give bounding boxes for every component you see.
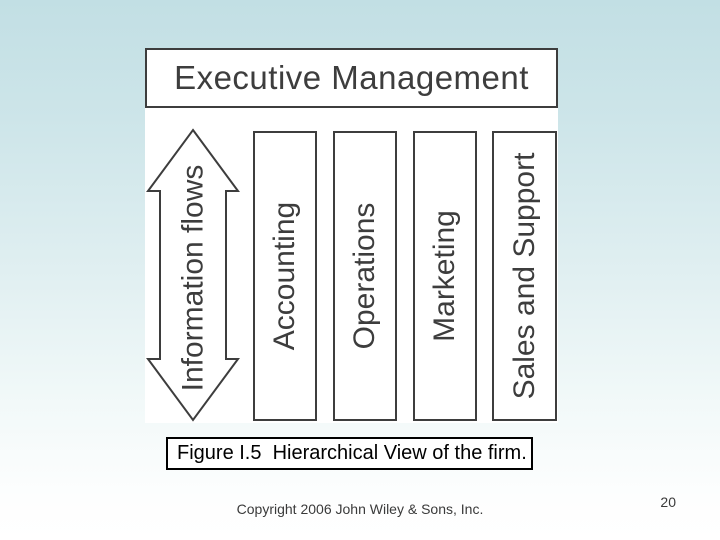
department-box-marketing: Marketing xyxy=(413,131,477,421)
executive-management-box: Executive Management xyxy=(145,48,558,108)
department-label-operations: Operations xyxy=(348,202,381,350)
department-label-marketing: Marketing xyxy=(428,210,461,342)
information-flows-arrow: Information flows xyxy=(146,128,240,422)
figure-caption-box: Figure I.5 Hierarchical View of the firm… xyxy=(166,437,533,470)
double-arrow-shape xyxy=(146,128,240,422)
information-flows-label: Information flows xyxy=(177,165,210,392)
figure-caption-text: Figure I.5 Hierarchical View of the firm… xyxy=(177,442,527,464)
diagram-panel: Executive Management Information flows A… xyxy=(145,48,558,423)
copyright-text: Copyright 2006 John Wiley & Sons, Inc. xyxy=(236,501,484,517)
department-box-sales-and-support: Sales and Support xyxy=(492,131,557,421)
executive-management-label: Executive Management xyxy=(174,59,529,96)
department-box-operations: Operations xyxy=(333,131,397,421)
department-box-accounting: Accounting xyxy=(253,131,317,421)
department-label-accounting: Accounting xyxy=(268,201,301,351)
department-label-sales-and-support: Sales and Support xyxy=(507,152,541,400)
page-number: 20 xyxy=(660,494,676,510)
